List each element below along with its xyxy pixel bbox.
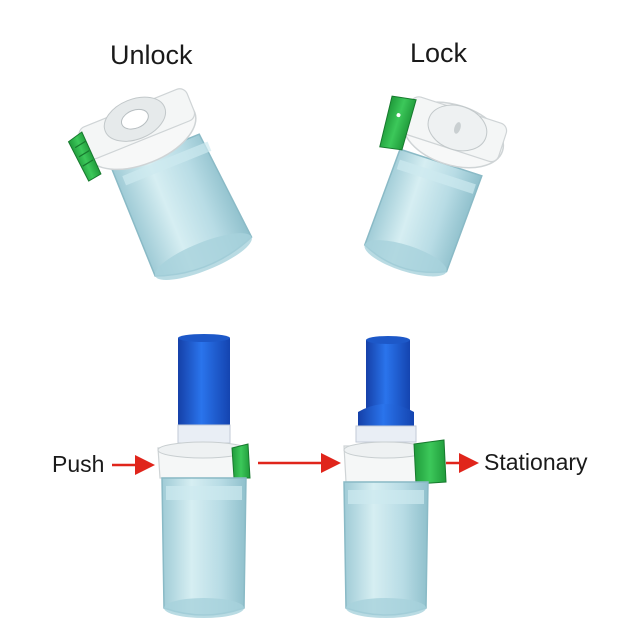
- push-label: Push: [52, 451, 105, 477]
- stationary-device: [343, 336, 447, 618]
- unlock-label: Unlock: [110, 40, 193, 70]
- lock-label: Lock: [410, 38, 468, 68]
- green-lock-tab: [379, 95, 417, 151]
- lock-device: [363, 95, 508, 277]
- stationary-label: Stationary: [484, 449, 588, 475]
- green-lock-tab: [67, 131, 102, 182]
- green-lock-tab: [231, 443, 251, 479]
- unlock-device: [67, 88, 253, 280]
- push-device: [157, 334, 251, 618]
- green-lock-tab: [413, 439, 447, 485]
